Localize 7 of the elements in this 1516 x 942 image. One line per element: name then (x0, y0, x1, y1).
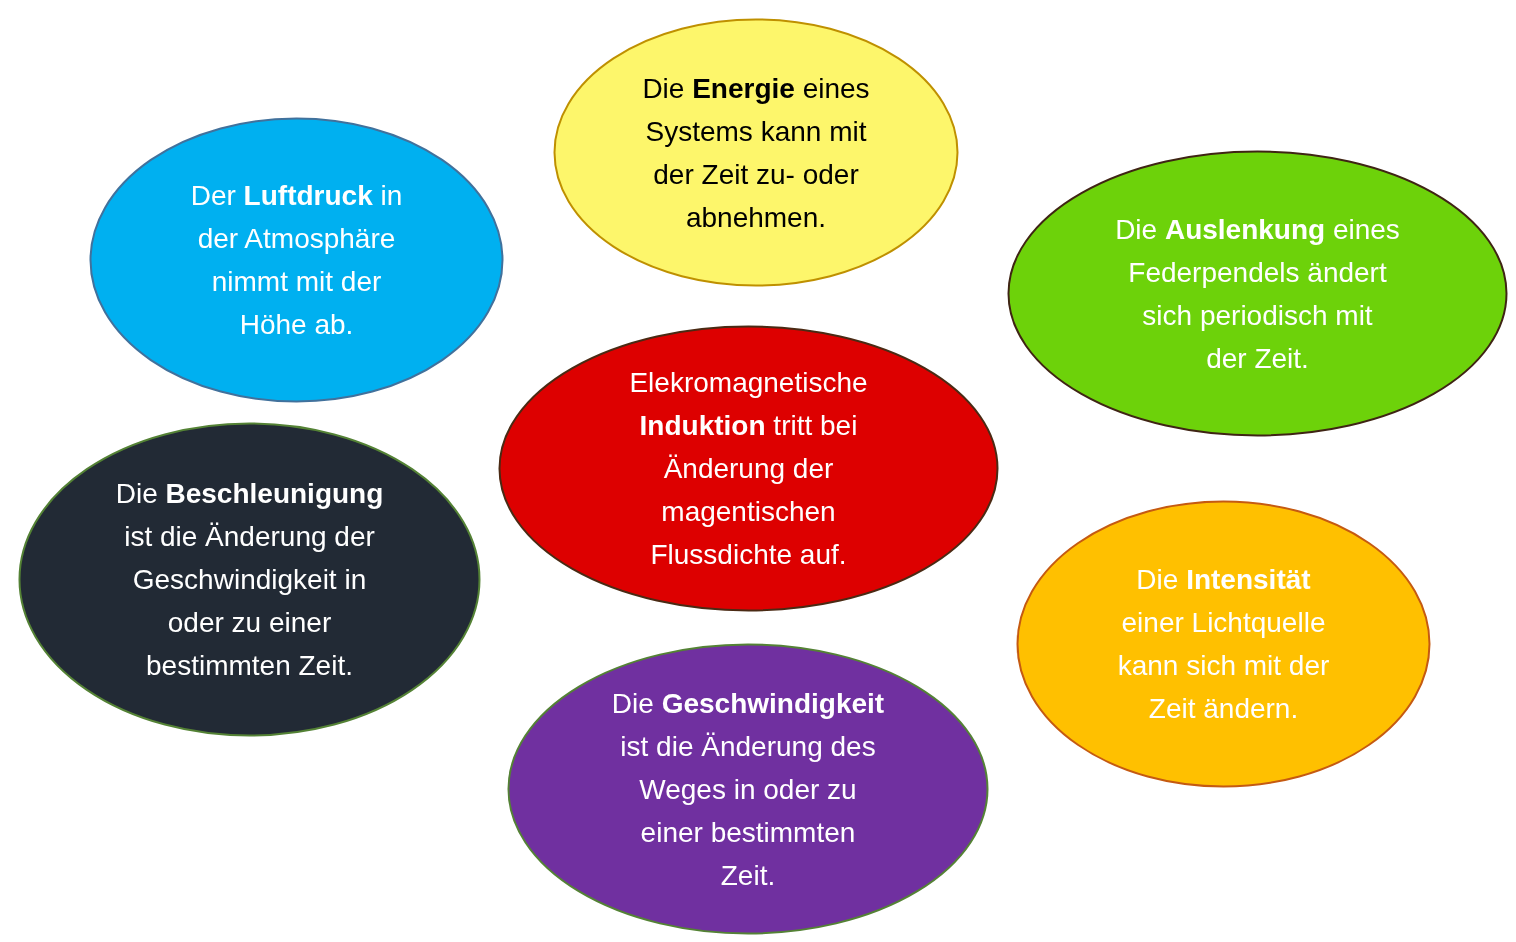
statement-text: Die Energie eines Systems kann mit der Zeit zu- oder abnehmen. (642, 71, 870, 235)
statement-text: Elekromagnetische Induktion tritt bei Änderung der magentischen Flussdichte auf. (629, 366, 868, 572)
statement-text: Die Intensität einer Lichtquelle kann sich mit der Zeit ändern. (1117, 563, 1330, 726)
statement-text: Der Luftdruck in der Atmosphäre nimmt mit der Höhe ab. (190, 179, 403, 342)
statement-text: Die Auslenkung eines Federpendels ändert sich periodisch mit der Zeit. (1115, 212, 1400, 376)
statement-text: Die Geschwindigkeit ist die Änderung des Weges in oder zu einer bestimmten Zeit. (611, 686, 885, 893)
statement-text: Die Beschleunigung ist die Änderung der Geschwindigkeit in oder zu einer bestimmten Zeit. (115, 477, 384, 683)
